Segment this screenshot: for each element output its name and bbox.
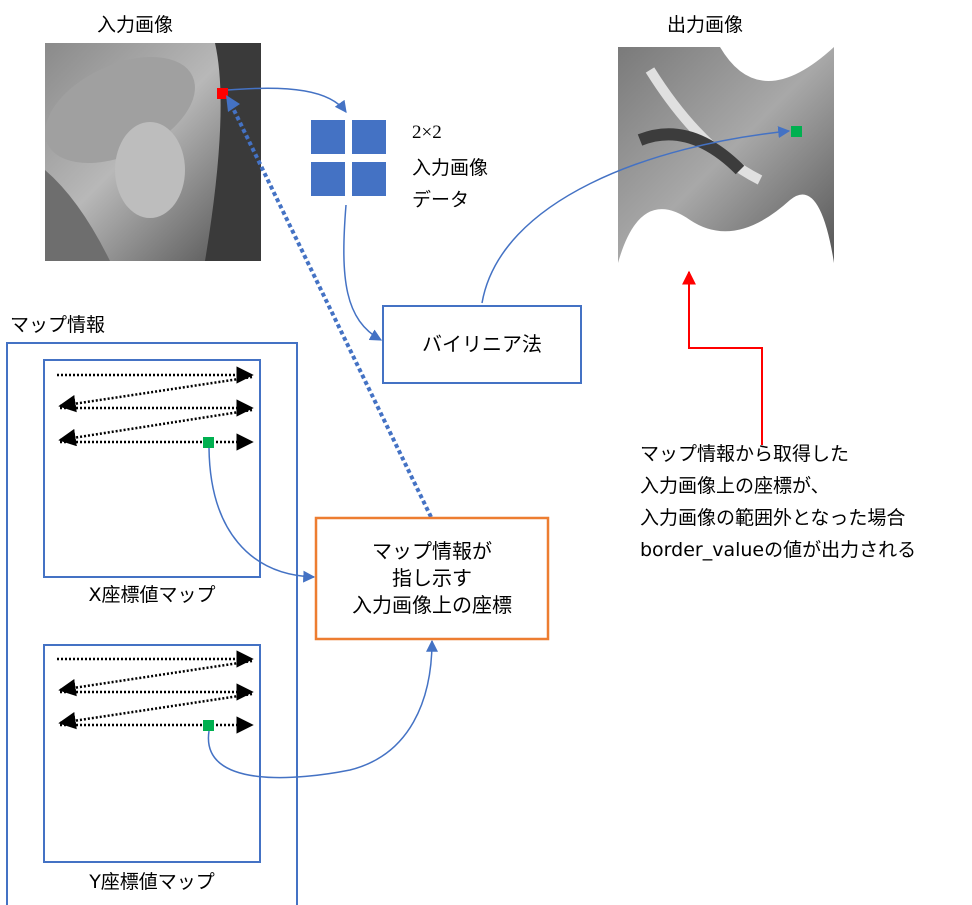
arrow-bilinear-to-output [481, 126, 791, 304]
coord-box [314, 516, 550, 641]
arrow-xmap-to-coord [208, 447, 316, 583]
y-map-frame [43, 644, 261, 863]
x-map-marker [203, 437, 214, 448]
y-map-caption: Y座標値マップ [44, 871, 260, 894]
bilinear-box [382, 305, 582, 384]
coord-box-line1: マップ情報が [372, 539, 492, 563]
arrow-ymap-to-coord [207, 639, 438, 779]
note-line1: マップ情報から取得した [640, 443, 850, 465]
coord-box-text: マップ情報が 指し示す 入力画像上の座標 [316, 518, 548, 639]
map-info-frame [6, 342, 298, 905]
block-size-label: 2×2 [412, 122, 442, 143]
arrow-block-to-bilinear [343, 204, 383, 341]
input-pixel-marker [217, 88, 228, 99]
note-line3: 入力画像の範囲外となった場合 [640, 507, 906, 529]
x-map-frame [43, 359, 261, 578]
map-info-title: マップ情報 [10, 314, 106, 336]
pixel-block-2x2 [311, 120, 386, 196]
x-map-caption: X座標値マップ [44, 584, 260, 607]
output-pixel-marker [791, 126, 802, 137]
red-out-of-range-arrow [682, 270, 763, 445]
x-map-scanlines [57, 366, 254, 451]
coord-box-line2: 指し示す [392, 566, 472, 590]
note-line2: 入力画像上の座標が、 [640, 475, 830, 497]
y-map-marker [203, 720, 214, 731]
block-label-line2: データ [412, 189, 470, 211]
note-line4: border_valueの値が出力される [640, 539, 917, 561]
x-map-caption-text: X座標値マップ [88, 584, 216, 606]
input-image [45, 43, 261, 261]
block-label-line1: 入力画像 [412, 157, 489, 179]
y-map-caption-text: Y座標値マップ [89, 871, 215, 893]
bilinear-label: バイリニア法 [422, 332, 542, 356]
dotted-link-arrowhead [226, 95, 240, 112]
output-image [618, 47, 834, 263]
input-image-title: 入力画像 [97, 14, 174, 36]
y-map-scanlines [57, 650, 254, 734]
coord-box-line3: 入力画像上の座標 [352, 593, 512, 617]
arrow-input-to-block [227, 87, 347, 113]
output-image-title: 出力画像 [667, 14, 744, 36]
